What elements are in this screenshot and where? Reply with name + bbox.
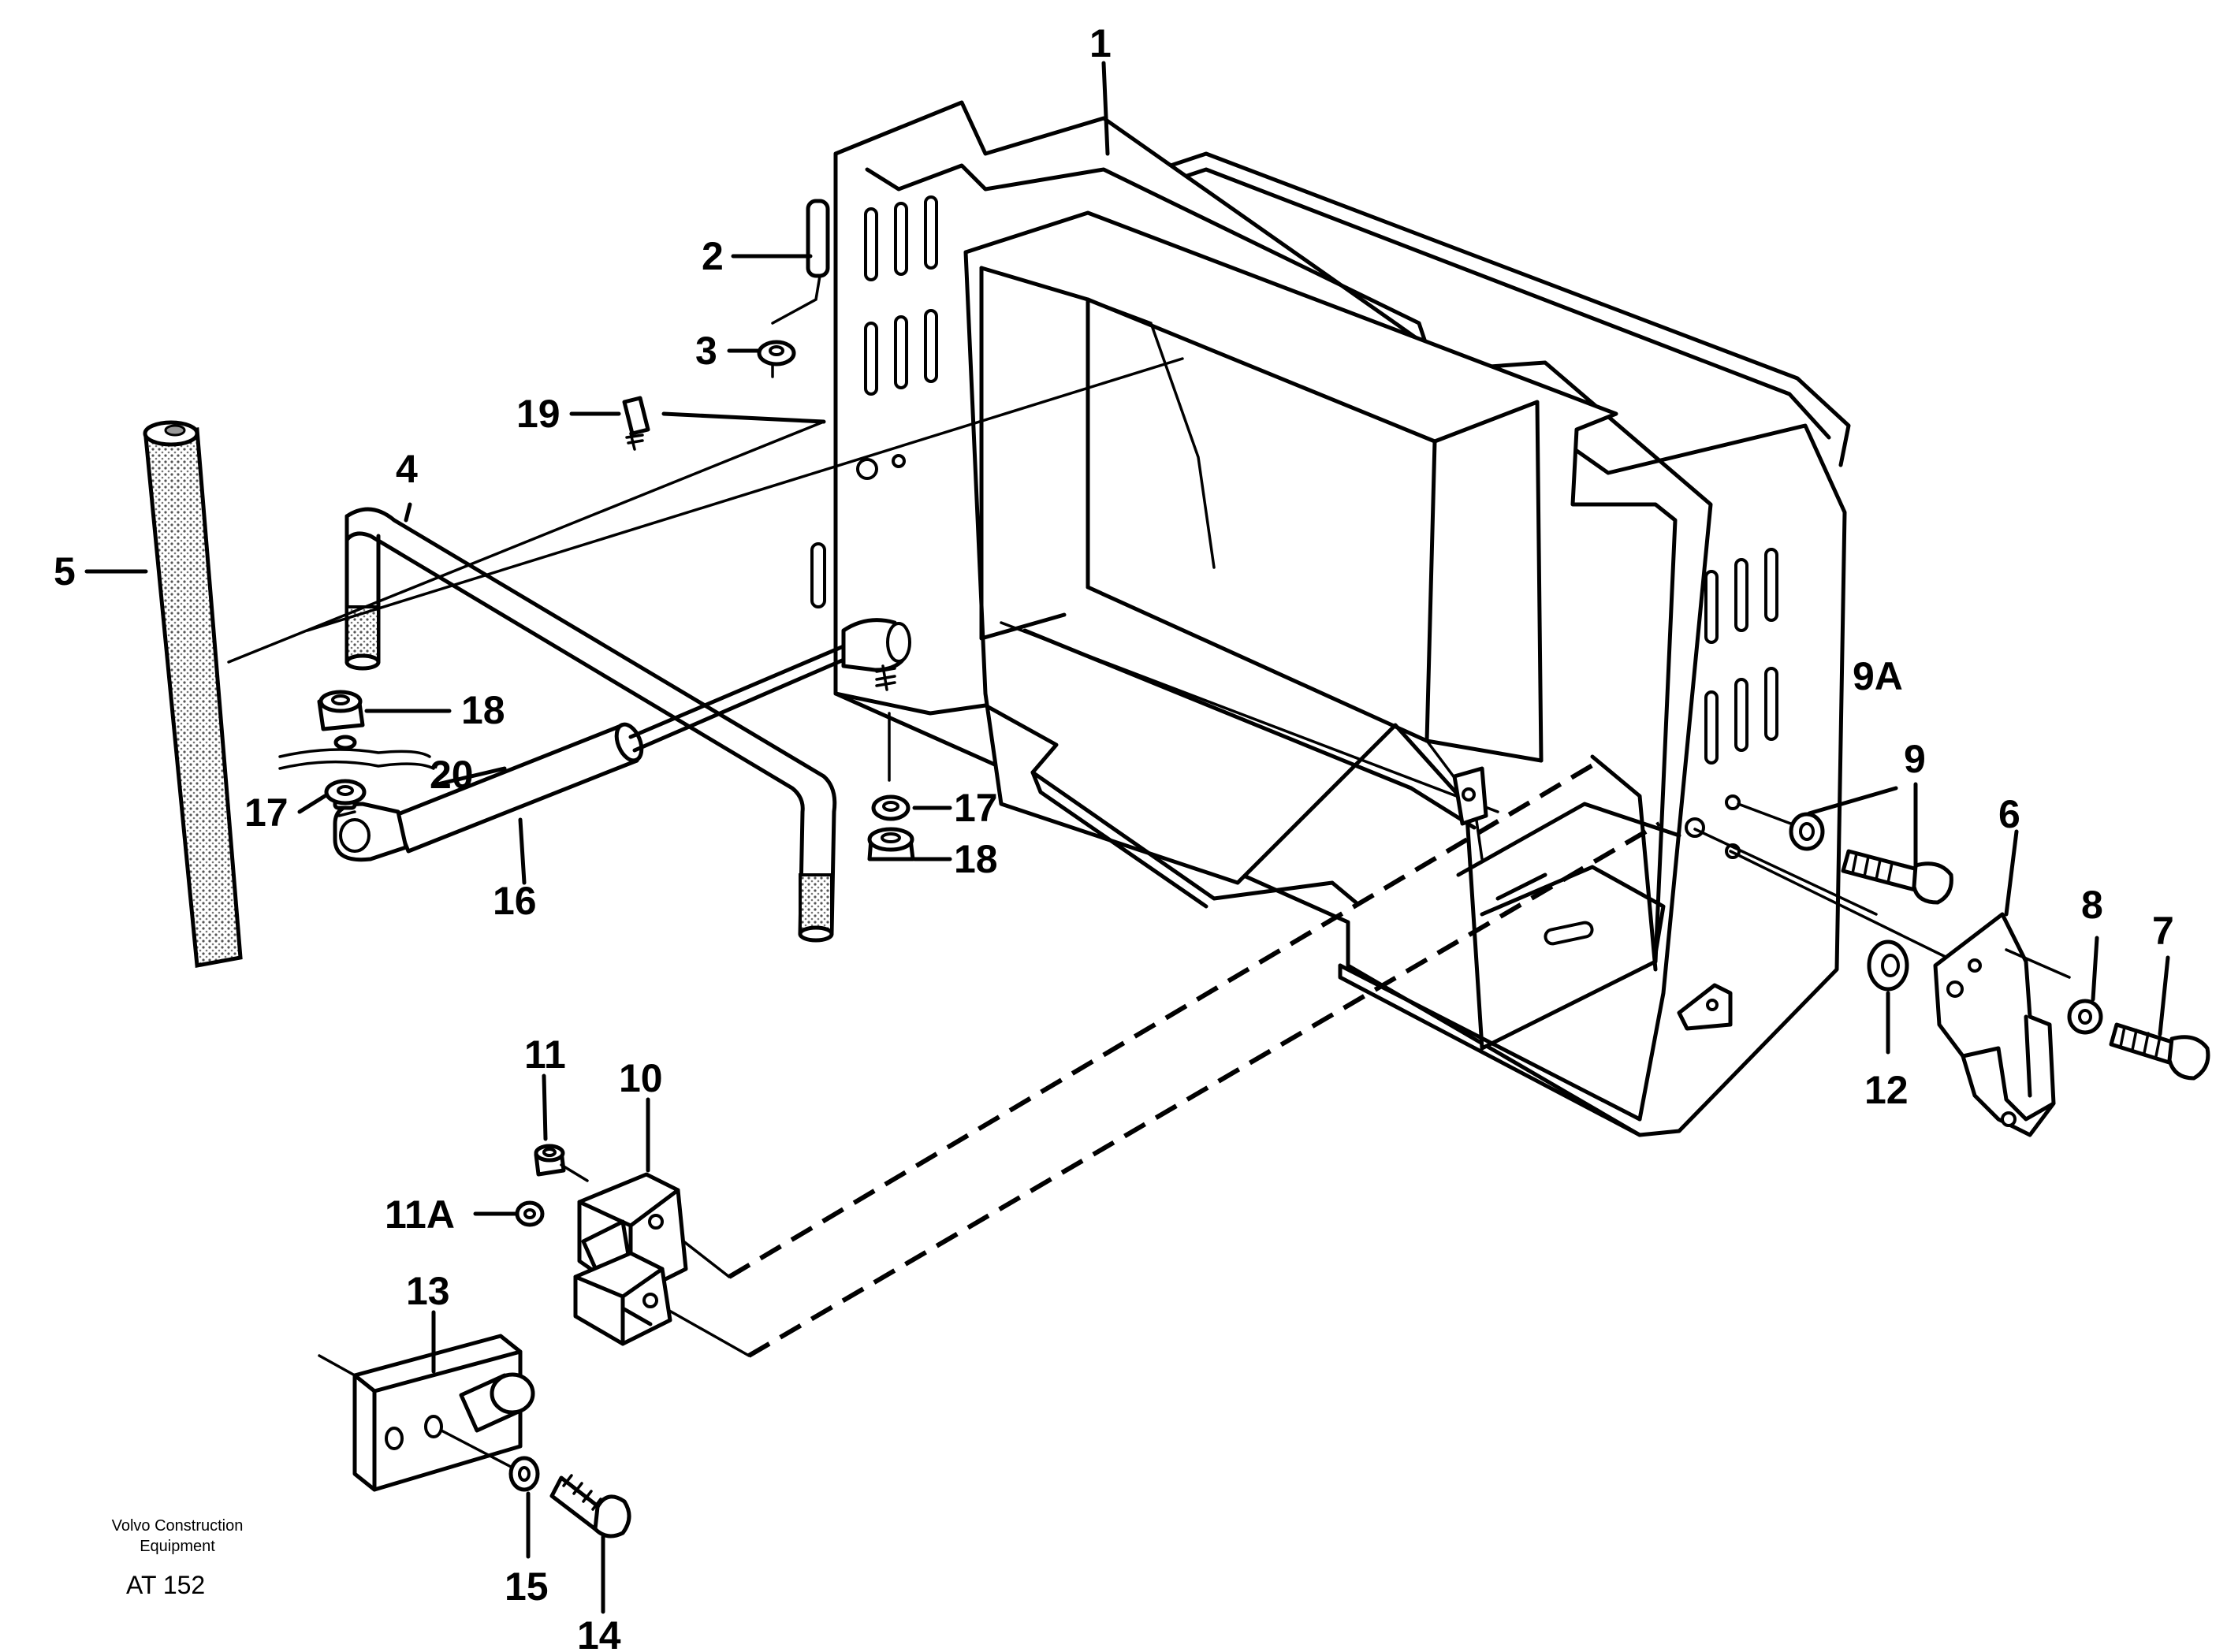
left-fastener-stack [278, 690, 435, 806]
callout-14: 14 [577, 1613, 621, 1652]
callout-2: 2 [702, 234, 724, 278]
callout-15: 15 [505, 1565, 549, 1609]
right-side-vents [1685, 548, 1778, 859]
part-13-striker-plate [318, 1334, 535, 1492]
callout-18-left: 18 [461, 688, 505, 732]
callout-1: 1 [1089, 21, 1112, 65]
callout-8: 8 [2081, 883, 2103, 927]
callout-9: 9 [1904, 737, 1926, 781]
callout-19: 19 [516, 392, 560, 436]
credit-block: Volvo Construction Equipment AT 152 [112, 1517, 244, 1599]
callout-10: 10 [619, 1056, 663, 1100]
parts-8-7-washer-bolt [2067, 999, 2210, 1081]
battery-box-housing [810, 100, 1851, 1137]
part-10-lock [573, 1172, 688, 1346]
callout-20: 20 [430, 753, 474, 797]
box-fastener-stack [867, 712, 915, 861]
callout-13: 13 [406, 1269, 450, 1313]
callout-12: 12 [1864, 1068, 1909, 1112]
part-3-washer [757, 340, 796, 378]
callout-4: 4 [396, 447, 418, 491]
callout-18-box: 18 [954, 837, 998, 881]
parts-9-bolt-washer [1737, 802, 1953, 905]
part-4-handle-bar [344, 507, 837, 943]
part-6-bracket [1933, 912, 2071, 1137]
callout-6: 6 [1998, 792, 2020, 836]
parts-11-nut-washer [515, 1144, 589, 1227]
callout-7: 7 [2152, 909, 2174, 953]
callout-17-box: 17 [954, 786, 998, 830]
callout-11a: 11A [385, 1192, 455, 1237]
callout-labels: 1 2 3 19 4 5 18 20 17 16 17 18 9A 9 6 8 … [54, 21, 2174, 1652]
callout-5: 5 [54, 549, 76, 593]
part-12-bushing [1693, 828, 1949, 992]
part-5-rubber-strip [143, 420, 243, 968]
part-16-gas-strut [333, 618, 911, 862]
left-side-vents [810, 195, 938, 608]
parts-15-14-washer-bolt [508, 1456, 631, 1539]
credit-line-2: Equipment [140, 1538, 215, 1555]
callout-11: 11 [524, 1032, 566, 1077]
credit-line-1: Volvo Construction [112, 1517, 244, 1535]
part-2-plate [771, 199, 830, 325]
callout-3: 3 [695, 329, 717, 373]
callout-17-left: 17 [244, 791, 289, 835]
callout-9a: 9A [1853, 654, 1903, 698]
leader-lines [84, 61, 2170, 1614]
part-19-grease-nipple [622, 396, 826, 451]
callout-16: 16 [493, 879, 537, 923]
drawing-code: AT 152 [126, 1571, 205, 1599]
